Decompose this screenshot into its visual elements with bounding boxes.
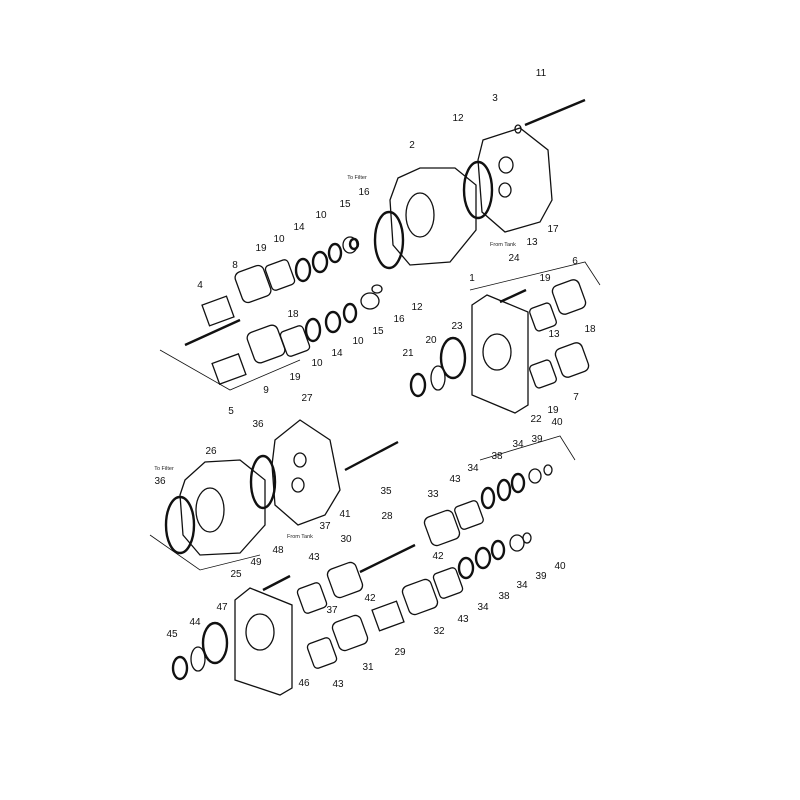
part-label-20: 20 [425, 335, 437, 346]
part-label-8: 8 [232, 260, 238, 271]
part-label-39: 39 [531, 434, 543, 445]
part-label-12: 12 [452, 113, 464, 124]
part-label-19: 19 [547, 405, 559, 416]
part-label-40: 40 [551, 417, 563, 428]
part-label-9: 9 [263, 385, 269, 396]
part-label-36: 36 [154, 476, 166, 487]
part-label-10: 10 [311, 358, 323, 369]
front-cover-1 [471, 294, 529, 414]
part-label-32: 32 [433, 626, 445, 637]
part-label-7: 7 [573, 392, 579, 403]
rear-cover-3 [477, 127, 553, 233]
bolt-11 [524, 98, 586, 127]
part-label-40: 40 [554, 561, 566, 572]
part-labels: 1131221615101410198418121615101410199524… [154, 68, 596, 690]
part-label-29: 29 [394, 647, 406, 658]
part-label-19: 19 [539, 273, 551, 284]
part-label-44: 44 [189, 617, 201, 628]
part-label-27: 27 [301, 393, 313, 404]
part-label-48: 48 [272, 545, 284, 556]
part-label-34: 34 [467, 463, 479, 474]
part-label-16: 16 [358, 187, 370, 198]
part-label-25: 25 [230, 569, 242, 580]
bolt-35 [344, 440, 399, 472]
part-label-47: 47 [216, 602, 228, 613]
part-shapes [149, 98, 601, 696]
part-label-35: 35 [380, 486, 392, 497]
part-label-33: 33 [427, 489, 439, 500]
part-label-11: 11 [536, 68, 547, 79]
part-label-24: 24 [508, 253, 520, 264]
part-label-10: 10 [273, 234, 285, 245]
part-label-23: 23 [451, 321, 463, 332]
part-label-38: 38 [491, 451, 503, 462]
flow-annotation: From Tank [287, 534, 313, 540]
part-label-43: 43 [449, 474, 461, 485]
part-label-34: 34 [477, 602, 489, 613]
part-label-37: 37 [326, 605, 338, 616]
part-label-43: 43 [308, 552, 320, 563]
o-ring-12 [462, 160, 494, 220]
part-label-34: 34 [512, 439, 524, 450]
part-label-18: 18 [584, 324, 596, 335]
part-label-19: 19 [255, 243, 267, 254]
part-label-38: 38 [498, 591, 510, 602]
part-label-30: 30 [340, 534, 352, 545]
part-label-14: 14 [293, 222, 305, 233]
part-label-26: 26 [205, 446, 217, 457]
o-ring-12 [373, 210, 405, 270]
part-label-46: 46 [298, 678, 310, 689]
part-label-22: 22 [530, 414, 542, 425]
part-label-14: 14 [331, 348, 343, 359]
part-label-1: 1 [469, 273, 475, 284]
part-label-10: 10 [352, 336, 364, 347]
part-label-42: 42 [432, 551, 444, 562]
part-label-28: 28 [381, 511, 393, 522]
drive-shaft-28 [359, 543, 416, 574]
part-label-13: 13 [548, 329, 560, 340]
part-label-10: 10 [315, 210, 327, 221]
part-label-15: 15 [339, 199, 351, 210]
part-label-12: 12 [411, 302, 423, 313]
o-ring-36 [249, 454, 277, 510]
part-label-42: 42 [364, 593, 376, 604]
part-label-6: 6 [572, 256, 578, 267]
part-label-36: 36 [252, 419, 264, 430]
rear-cover-27 [271, 419, 341, 526]
part-label-43: 43 [332, 679, 344, 690]
o-ring-36 [164, 495, 196, 555]
part-label-5: 5 [228, 406, 234, 417]
flow-annotation: To Filter [347, 175, 367, 181]
part-label-45: 45 [166, 629, 178, 640]
part-label-3: 3 [492, 93, 498, 104]
part-label-4: 4 [197, 280, 203, 291]
part-label-37: 37 [319, 521, 331, 532]
part-label-18: 18 [287, 309, 299, 320]
drive-shaft-4 [184, 318, 241, 347]
gear-housing-26 [179, 459, 266, 556]
part-label-16: 16 [393, 314, 405, 325]
part-label-49: 49 [250, 557, 262, 568]
part-label-13: 13 [526, 237, 538, 248]
part-label-31: 31 [362, 662, 374, 673]
flow-annotation: To Filter [154, 466, 174, 472]
part-label-15: 15 [372, 326, 384, 337]
part-label-21: 21 [402, 348, 414, 359]
part-label-19: 19 [289, 372, 301, 383]
part-label-43: 43 [457, 614, 469, 625]
gear-housing-2 [389, 167, 477, 266]
part-label-17: 17 [547, 224, 559, 235]
part-label-41: 41 [339, 509, 351, 520]
part-label-39: 39 [535, 571, 547, 582]
part-label-34: 34 [516, 580, 528, 591]
flow-annotation: From Tank [490, 242, 516, 248]
part-label-2: 2 [409, 140, 415, 151]
front-cover-25 [234, 587, 293, 696]
